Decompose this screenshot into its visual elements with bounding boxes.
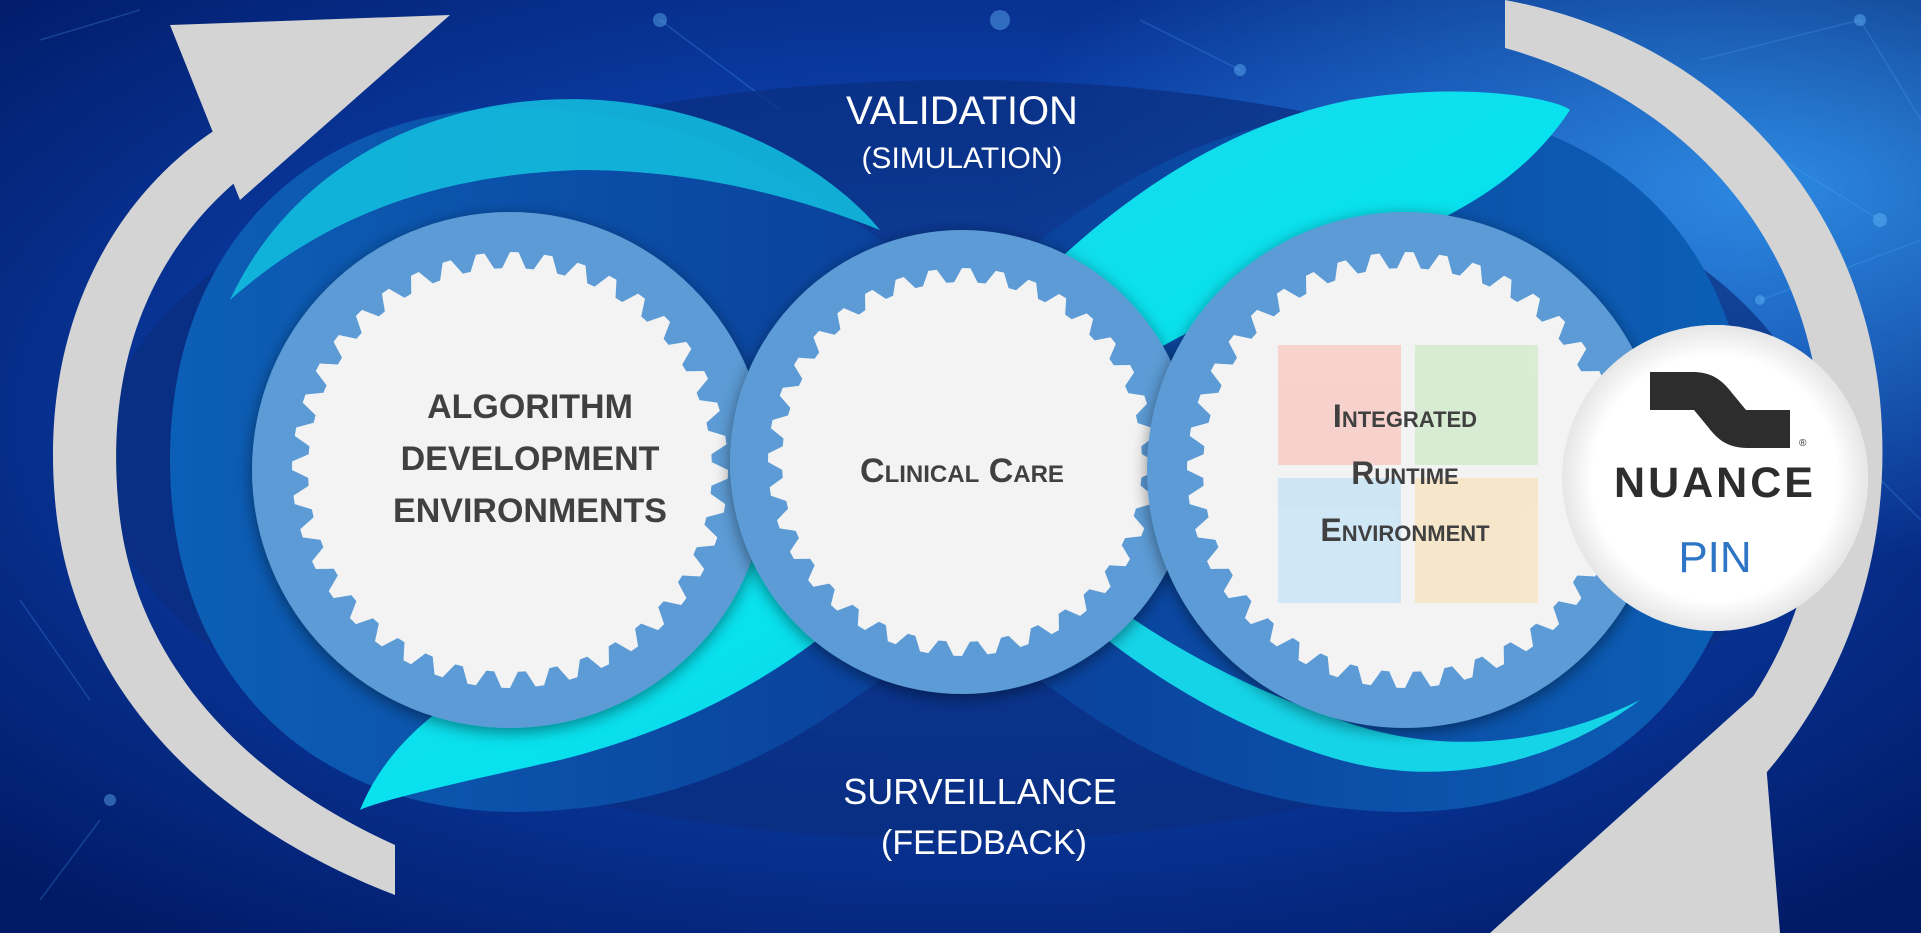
cycle-arrow-right-head [1490,690,1780,933]
gear-label-algorithm-line3: ENVIRONMENTS [393,492,667,530]
gear-label-integrated-line3: Environment [1320,512,1490,548]
cycle-arrow-left-head [170,15,450,200]
gear-algorithm-development-face [292,252,728,688]
gear-label-algorithm-line2: DEVELOPMENT [401,440,660,478]
infinity-light-swoosh-left-top [230,99,880,300]
nuance-pin-badge [1562,325,1868,631]
windows-logo-tile-green [1415,345,1538,465]
pin-label: PIN [1678,533,1751,582]
gear-label-algorithm-line1: ALGORITHM [427,388,633,426]
nuance-logo-icon: ® [1650,372,1807,449]
windows-logo-tile-red [1278,345,1401,465]
windows-logo-tile-yellow [1415,478,1538,603]
simulation-label: (SIMULATION) [861,142,1062,175]
gear-clinical-care [730,230,1194,694]
validation-label: VALIDATION [846,89,1078,133]
cycle-arrow-left-icon [52,15,450,895]
network-dots-decoration [104,10,1887,806]
cycle-arrow-left-body [52,130,396,895]
gear-clinical-care-face [768,268,1156,656]
surveillance-label: SURVEILLANCE [843,771,1116,812]
nuance-registered-mark: ® [1799,438,1807,449]
phase-labels: VALIDATION (SIMULATION) SURVEILLANCE (FE… [843,89,1116,862]
nuance-logo-text: NUANCE [1614,459,1816,507]
infinity-light-swoosh-right-bottom [1000,530,1640,772]
windows-logo-icon [1278,345,1538,603]
windows-logo-tile-blue [1278,478,1401,603]
gear-label-clinical-care: Clinical Care [860,452,1064,490]
gear-algorithm-development [252,212,768,728]
cycle-arrow-right-body [1505,0,1883,780]
nuance-badge-face [1562,325,1868,631]
nuance-logo-mark [1650,372,1790,448]
gear-label-integrated-line2: Runtime [1351,455,1458,491]
gear-label-integrated-line1: Integrated [1333,398,1477,434]
cycle-arrow-right-icon [1490,0,1883,933]
feedback-label: (FEEDBACK) [881,824,1087,862]
gear-labels: ALGORITHM DEVELOPMENT ENVIRONMENTS Clini… [393,388,1490,548]
